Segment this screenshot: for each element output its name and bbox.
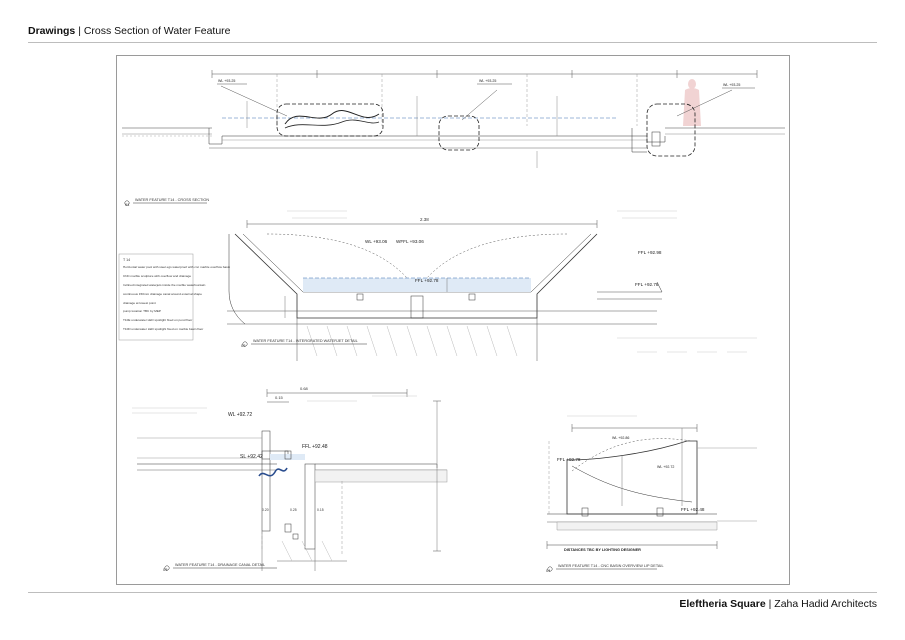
panel3-number: 03 (163, 567, 168, 572)
panel1-cross-section (122, 70, 785, 206)
panel3-dim-top: 0.68 (300, 386, 309, 391)
drawing-canvas: 01 WATER FEATURE T14 - CROSS SECTION WL … (118, 70, 785, 573)
header-section: Drawings (28, 25, 76, 37)
page-footer: Eleftheria Square | Zaha Hadid Architect… (679, 597, 877, 611)
panel2-title: WATER FEATURE T14 - INTERGRATED WATERJET… (253, 339, 358, 343)
legend-item-1: Horizontal water pool with steel egs wat… (123, 265, 230, 269)
panel2-number: 02 (241, 343, 246, 348)
footer-separator: | (768, 598, 772, 610)
panel2-label-ffl-center: FFL +92.78 (415, 278, 439, 283)
panel1-tag-left: WL +93.25 (218, 79, 235, 83)
footer-firm: Zaha Hadid Architects (774, 598, 877, 610)
panel2-label-wffl: WFFL +93.06 (396, 239, 424, 244)
panel2-waterjet-detail (227, 220, 757, 361)
panel3-title: WATER FEATURE T14 - DRAINAGE CANAL DETAI… (175, 563, 265, 567)
panel4-label-wl-mid: WL +92.72 (657, 465, 674, 469)
header-separator: | (78, 25, 81, 37)
legend-item-6: pump location TBC by MEP (123, 309, 161, 313)
panel2-label-ffl-right: FFL +92.78 (635, 282, 659, 287)
panel3-dim-2: 0.25 (290, 508, 297, 512)
header-divider (28, 42, 877, 43)
panel2-label-wl: WL +93.06 (365, 239, 388, 244)
panel1-title: WATER FEATURE T14 - CROSS SECTION (135, 198, 209, 202)
panel3-label-wl: WL +92.72 (228, 412, 252, 418)
legend-item-3: Inclined integrated waterjets inside the… (123, 283, 206, 287)
panel2-label-ffl-right-top: FFL +92.98 (638, 250, 662, 255)
panel1-number: 01 (125, 202, 130, 207)
page-header: Drawings | Cross Section of Water Featur… (28, 24, 231, 38)
legend-item-2: CNC marble sculpture with overflow and d… (123, 274, 191, 278)
panel4-cnc-basin-lip (546, 424, 757, 572)
panel4-label-ffl-right: FFL +92.48 (681, 507, 705, 512)
panel4-label-wl-top: WL +92.86 (612, 436, 629, 440)
panel3-dim-1: 0.20 (262, 508, 269, 512)
panel1-tag-mid: WL +93.25 (479, 79, 496, 83)
header-subtitle: Cross Section of Water Feature (83, 25, 231, 37)
panel3-label-sl: SL +92.42 (240, 454, 263, 460)
footer-project: Eleftheria Square (679, 598, 766, 610)
legend-box (118, 253, 194, 341)
panel3-dim-3: 0.15 (317, 508, 324, 512)
legend-item-5: drainage at lowest point (123, 301, 156, 305)
legend-heading: T 14 (123, 258, 130, 262)
panel2-dim: 2.38 (420, 217, 429, 222)
legend-item-7: T10E underwater LED spotlight fixed on p… (123, 318, 192, 322)
panel1-tag-right: WL +93.25 (723, 83, 740, 87)
footer-divider (28, 592, 877, 593)
panel3-dim-small: 0.15 (275, 395, 284, 400)
panel4-title: WATER FEATURE T14 - CNC BASIN OVERVIEW L… (558, 564, 664, 568)
panel3-drainage-canal (137, 389, 448, 571)
panel4-number: 04 (546, 568, 551, 573)
panel4-distances-note: DISTANCES TBC BY LIGHTING DESIGNER (564, 548, 641, 552)
legend-item-8: T10D underwater LED spotlight fixed on m… (123, 327, 203, 331)
drawing-sheet: 01 WATER FEATURE T14 - CROSS SECTION WL … (116, 55, 790, 585)
legend-item-4: continuous 150mm drainage canal around e… (123, 292, 202, 296)
panel3-label-ffl: FFL +92.48 (302, 444, 328, 450)
panel4-label-ffl-left: FFL +92.78 (557, 457, 581, 462)
